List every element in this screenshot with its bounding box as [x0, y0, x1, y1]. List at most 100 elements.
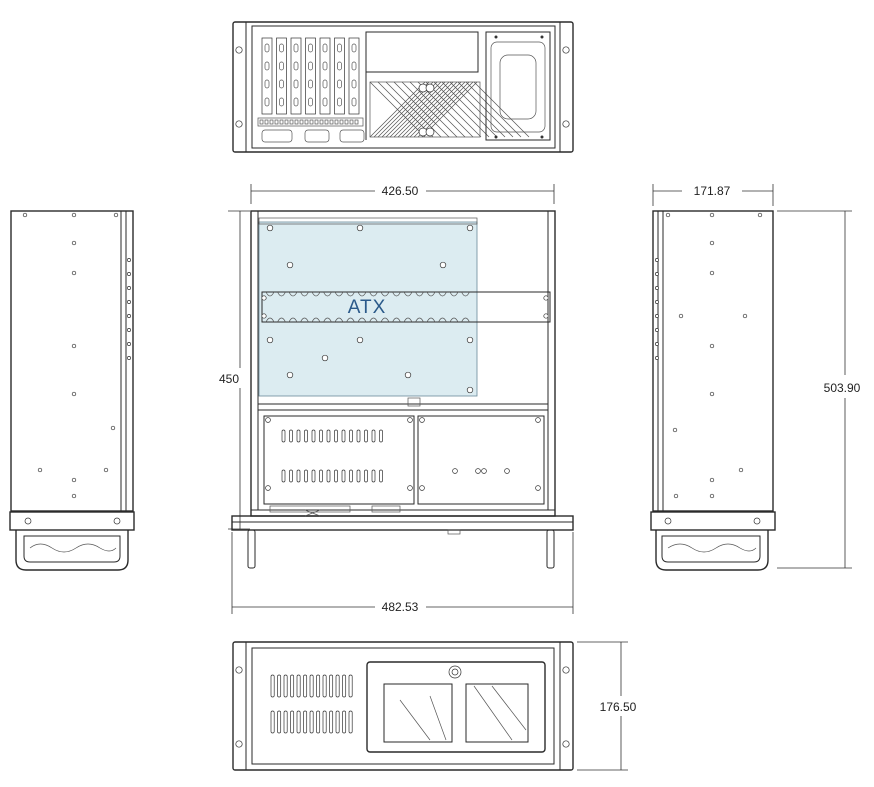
- mount-hole: [709, 270, 715, 276]
- bracket-notch: [380, 291, 390, 297]
- io-port: [309, 119, 314, 125]
- vent-slot: [296, 469, 301, 483]
- io-port: [344, 119, 349, 125]
- front-vent-slot: [283, 710, 288, 734]
- io-port: [339, 119, 344, 125]
- mount-hole: [452, 468, 458, 474]
- right-side-view: 171.87 503.90: [650, 184, 861, 571]
- mount-hole: [127, 286, 131, 290]
- slot-cutout: [337, 97, 342, 107]
- front-vent-slot: [309, 674, 314, 698]
- rear-view: [232, 21, 574, 153]
- bracket-notch: [369, 317, 378, 323]
- vent-slot: [371, 469, 376, 483]
- front-vent-slot: [283, 674, 288, 698]
- slot-cutout: [351, 97, 357, 107]
- board-standoff: [321, 354, 329, 362]
- dimension-side-width: 171.87: [694, 184, 731, 198]
- bracket-notch: [392, 317, 401, 323]
- io-port: [274, 119, 279, 125]
- slot-cutout: [279, 43, 284, 53]
- vent-slot: [379, 429, 383, 443]
- slot-cutout: [322, 79, 328, 89]
- mount-hole: [103, 467, 109, 473]
- io-port: [334, 119, 339, 125]
- mount-hole: [504, 468, 510, 474]
- bracket-notch: [369, 291, 378, 297]
- bracket-notch: [346, 291, 355, 297]
- front-vent-slot: [309, 710, 314, 734]
- front-vent-slot: [303, 710, 308, 734]
- slot-cutout: [264, 97, 270, 107]
- grille-line: [373, 81, 430, 138]
- grille-line: [425, 81, 482, 138]
- slot-cutout: [264, 61, 270, 71]
- vent-slot: [356, 429, 361, 443]
- front-vent-slot: [277, 674, 282, 698]
- slot-cutout: [337, 61, 342, 71]
- slot-cutout: [279, 97, 284, 107]
- front-vent-slot: [270, 710, 275, 734]
- mount-hole: [535, 485, 541, 491]
- bracket-notch: [357, 317, 367, 323]
- slot-cutout: [351, 61, 357, 71]
- front-vent-slot: [335, 710, 340, 734]
- mount-hole: [265, 485, 271, 491]
- bracket-notch: [403, 317, 413, 323]
- vent-slot: [326, 429, 331, 443]
- mount-hole: [655, 286, 659, 290]
- grille-line: [405, 81, 462, 138]
- board-standoff: [266, 336, 274, 344]
- mount-hole: [71, 477, 77, 483]
- slot-cutout: [308, 97, 313, 107]
- mount-hole: [709, 493, 715, 499]
- mount-hole: [110, 425, 116, 431]
- io-port: [354, 119, 359, 125]
- mount-hole: [419, 485, 425, 491]
- slot-cutout: [322, 97, 328, 107]
- mount-hole: [655, 300, 659, 304]
- mount-hole: [655, 314, 659, 318]
- vent-slot: [334, 469, 338, 483]
- bracket-notch: [277, 317, 286, 323]
- vent-slot: [304, 469, 308, 483]
- bracket-notch: [346, 317, 355, 323]
- mount-hole: [709, 477, 715, 483]
- vent-slot: [371, 429, 376, 443]
- vent-slot: [281, 429, 286, 443]
- slot-cutout: [322, 43, 328, 53]
- mount-hole: [757, 212, 763, 218]
- bracket-notch: [311, 291, 321, 297]
- front-vent-slot: [290, 710, 295, 734]
- front-vent-slot: [277, 710, 282, 734]
- mount-hole: [407, 417, 413, 423]
- grille-line: [441, 81, 498, 138]
- mount-hole: [22, 212, 28, 218]
- bracket-notch: [449, 291, 459, 297]
- slot-cutout: [293, 61, 299, 71]
- expansion-slot: [276, 37, 287, 115]
- mount-hole: [655, 272, 659, 276]
- slot-cutout: [293, 97, 299, 107]
- board-standoff: [404, 371, 412, 379]
- mount-hole: [678, 313, 684, 319]
- bracket-notch: [300, 317, 309, 323]
- expansion-slots: [261, 37, 360, 115]
- grille-line: [393, 81, 450, 138]
- board-standoff: [466, 386, 474, 394]
- expansion-slot: [348, 37, 360, 115]
- mount-hole: [71, 391, 77, 397]
- mount-hole: [738, 467, 744, 473]
- mount-hole: [709, 343, 715, 349]
- slot-cutout: [279, 61, 284, 71]
- mount-hole: [127, 328, 131, 332]
- bracket-notch: [323, 291, 332, 297]
- front-vent-slot: [329, 674, 334, 698]
- bracket-notch: [300, 291, 309, 297]
- io-port: [264, 119, 269, 125]
- front-vent-slot: [296, 710, 301, 734]
- front-vent-slot: [348, 710, 353, 734]
- io-port: [269, 119, 274, 125]
- bracket-notch: [426, 291, 436, 297]
- bracket-notch: [288, 317, 298, 323]
